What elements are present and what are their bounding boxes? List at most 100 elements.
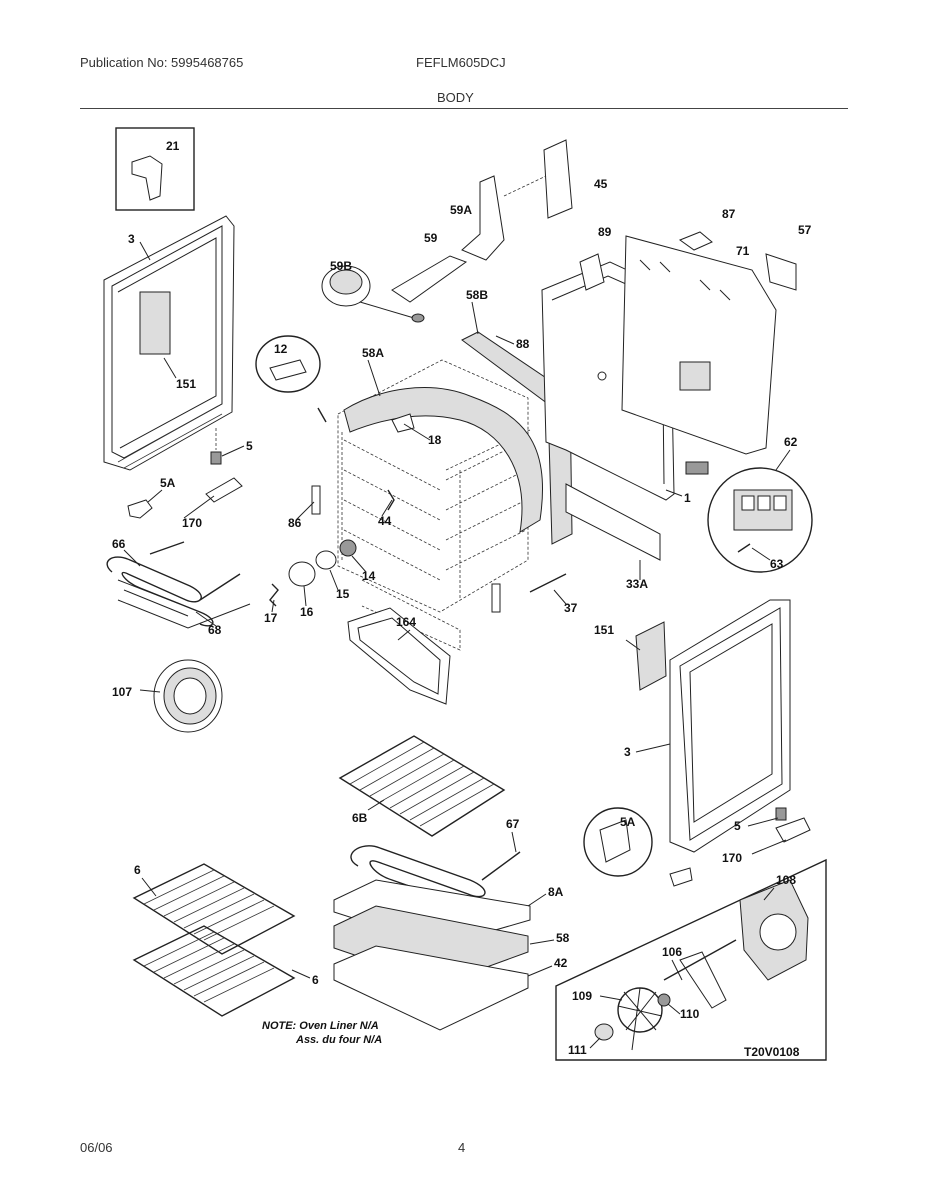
part-3-side-panel-left [103, 215, 235, 471]
callout-5a-right: 5A [620, 815, 636, 829]
callout-5-right: 5 [734, 819, 741, 833]
footer-page-number: 4 [458, 1140, 466, 1155]
callout-63: 63 [770, 557, 784, 571]
part-45-vent [503, 139, 573, 219]
callout-57: 57 [798, 223, 812, 237]
publication-number: Publication No: 5995468765 [80, 55, 244, 70]
part-37-wire [529, 573, 567, 593]
part-67-bake-element [350, 845, 521, 911]
callout-59b: 59B [330, 259, 352, 273]
part-6-rack-lower [132, 925, 296, 1017]
part-71-rear-cover [621, 235, 777, 455]
part-58a-insulation [343, 387, 544, 533]
oven-cavity-outline [337, 359, 531, 651]
callout-3-right: 3 [624, 745, 631, 759]
callout-6-lower: 6 [312, 973, 319, 987]
callout-5-left: 5 [246, 439, 253, 453]
callout-8a: 8A [548, 885, 564, 899]
part-5a-bracket-left [127, 499, 153, 519]
part-68-bracket [117, 599, 251, 629]
model-number: FEFLM605DCJ [416, 55, 506, 70]
part-44-clip [387, 489, 395, 511]
part-164-gasket [347, 607, 451, 705]
part-107-fan-cover [153, 659, 223, 733]
part-59-duct [391, 255, 468, 303]
figure-code: T20V0108 [744, 1045, 800, 1059]
part-33a-toe-kick [565, 483, 661, 561]
part-12-lamp-socket [255, 335, 327, 423]
part-87-clip [678, 231, 713, 251]
part-57-plate [765, 253, 797, 291]
part-6b-rack [338, 735, 506, 837]
callout-37: 37 [564, 601, 578, 615]
part-66-element [106, 541, 241, 627]
callout-1: 1 [684, 491, 691, 505]
part-21-box [115, 127, 195, 211]
callout-6-upper: 6 [134, 863, 141, 877]
convection-fan-assembly [555, 858, 827, 1061]
callout-21: 21 [166, 139, 180, 153]
callout-170-left: 170 [182, 516, 202, 530]
callout-44: 44 [378, 514, 392, 528]
callout-170-right: 170 [722, 851, 742, 865]
part-5-screw-left [210, 428, 222, 465]
part-89-bracket [579, 253, 605, 291]
callout-71: 71 [736, 244, 750, 258]
callout-59a: 59A [450, 203, 472, 217]
callout-88: 88 [516, 337, 530, 351]
callout-67: 67 [506, 817, 520, 831]
leader-lines [123, 241, 791, 1049]
callout-42: 42 [554, 956, 568, 970]
callout-58a: 58A [362, 346, 384, 360]
callout-58b: 58B [466, 288, 488, 302]
part-15-lens [315, 550, 337, 570]
part-16-lamp-cover [288, 561, 316, 587]
callout-58: 58 [556, 931, 570, 945]
callout-6b: 6B [352, 811, 368, 825]
part-3-side-panel-right [669, 599, 791, 853]
callout-86-left: 86 [288, 516, 302, 530]
part-62-terminal-block [685, 461, 813, 573]
callout-45: 45 [594, 177, 608, 191]
part-18-bracket [391, 413, 415, 433]
part-14-socket [339, 539, 357, 557]
callout-109: 109 [572, 989, 592, 1003]
part-59a-duct [461, 175, 505, 261]
callout-3-left: 3 [128, 232, 135, 246]
part-58-insulation-bottom [333, 905, 529, 985]
part-63-screw [737, 543, 751, 553]
part-86-hinge-receiver-right [491, 583, 501, 613]
part-170-leveler-left [205, 477, 243, 503]
part-5a-bracket-right [583, 807, 693, 887]
header-rule [80, 108, 848, 109]
callout-151-left: 151 [176, 377, 196, 391]
callout-164: 164 [396, 615, 416, 629]
callout-12: 12 [274, 342, 288, 356]
part-6-rack-upper [132, 863, 296, 955]
callout-16: 16 [300, 605, 314, 619]
callout-15: 15 [336, 587, 350, 601]
part-151-bracket-right [635, 621, 667, 691]
part-42-bottom-tray [333, 945, 529, 1031]
footer-date: 06/06 [80, 1140, 113, 1155]
part-5-screw-right [775, 807, 787, 821]
callout-89: 89 [598, 225, 612, 239]
part-59b-knob [321, 265, 425, 323]
callout-66: 66 [112, 537, 126, 551]
callout-18: 18 [428, 433, 442, 447]
callout-62: 62 [784, 435, 798, 449]
callout-108: 108 [776, 873, 796, 887]
callout-87: 87 [722, 207, 736, 221]
callout-68: 68 [208, 623, 222, 637]
callout-59: 59 [424, 231, 438, 245]
note-oven-liner-fr: Ass. du four N/A [295, 1034, 382, 1046]
callout-17: 17 [264, 611, 278, 625]
note-oven-liner: NOTE: Oven Liner N/A [262, 1020, 379, 1032]
callout-151-right: 151 [594, 623, 614, 637]
callout-106: 106 [662, 945, 682, 959]
part-86-hinge-receiver-left [311, 485, 321, 515]
callout-5a-left: 5A [160, 476, 176, 490]
callout-107: 107 [112, 685, 132, 699]
callout-110: 110 [680, 1007, 700, 1021]
